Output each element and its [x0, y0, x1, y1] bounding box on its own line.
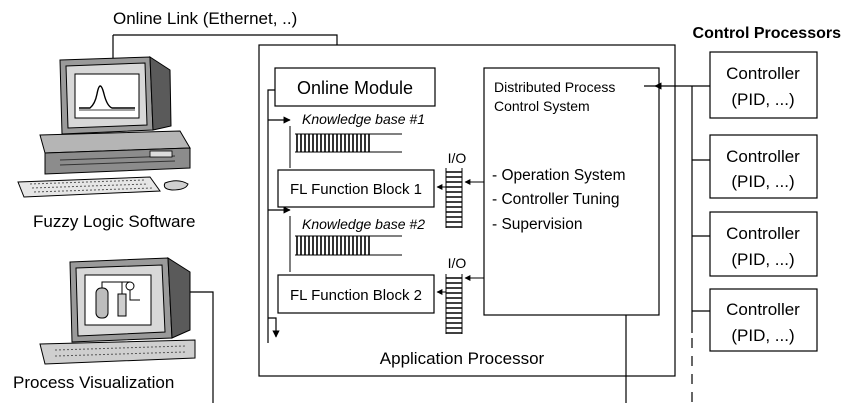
desktop-computer-icon — [17, 56, 191, 198]
fl-function-block-1 — [277, 169, 435, 208]
process-monitor-icon — [39, 257, 196, 365]
knowledge-base-2-rack — [295, 235, 402, 256]
control-processors-title: Control Processors — [693, 25, 842, 42]
io-ladder-bottom — [445, 274, 463, 334]
visualization-link-line — [190, 291, 214, 403]
svg-text:(PID, ...): (PID, ...) — [731, 172, 794, 191]
dpcs-label-line2: Control System — [494, 98, 590, 114]
feature-operation-system: - Operation System — [492, 167, 626, 184]
fuzzy-logic-software-label: Fuzzy Logic Software — [33, 212, 196, 231]
svg-text:Controller: Controller — [726, 300, 800, 319]
svg-text:(PID, ...): (PID, ...) — [731, 250, 794, 269]
controller-box: Controller (PID, ...) — [709, 211, 818, 277]
svg-text:(PID, ...): (PID, ...) — [731, 90, 794, 109]
controller-box: Controller (PID, ...) — [709, 288, 818, 352]
fl-function-block-2-label: FL Function Block 2 — [290, 287, 422, 304]
arrow-bus-end — [268, 317, 280, 338]
application-processor-label: Application Processor — [380, 349, 545, 368]
knowledge-base-2-label: Knowledge base #2 — [302, 216, 425, 232]
svg-text:Controller: Controller — [726, 224, 800, 243]
dpcs-label-line1: Distributed Process — [494, 79, 615, 95]
controller-box: Controller (PID, ...) — [709, 134, 818, 199]
dpcs-box — [483, 67, 660, 316]
feature-controller-tuning: - Controller Tuning — [492, 191, 620, 208]
io-label-bottom: I/O — [448, 255, 467, 271]
svg-text:Controller: Controller — [726, 64, 800, 83]
svg-text:(PID, ...): (PID, ...) — [731, 326, 794, 345]
svg-text:Controller: Controller — [726, 147, 800, 166]
online-link-label: Online Link (Ethernet, ..) — [113, 9, 297, 28]
controller-box: Controller (PID, ...) — [709, 51, 818, 119]
fl-function-block-2 — [277, 274, 435, 314]
fl-function-block-1-label: FL Function Block 1 — [290, 181, 422, 198]
online-module-box — [274, 67, 436, 107]
process-visualization-label: Process Visualization — [13, 373, 174, 392]
online-module-bus — [267, 89, 275, 343]
knowledge-base-1-rack — [295, 133, 402, 153]
io-ladder-top — [445, 168, 463, 228]
feature-supervision: - Supervision — [492, 216, 582, 233]
knowledge-base-1-label: Knowledge base #1 — [302, 111, 425, 127]
online-module-label: Online Module — [297, 78, 413, 98]
io-label-top: I/O — [448, 150, 467, 166]
